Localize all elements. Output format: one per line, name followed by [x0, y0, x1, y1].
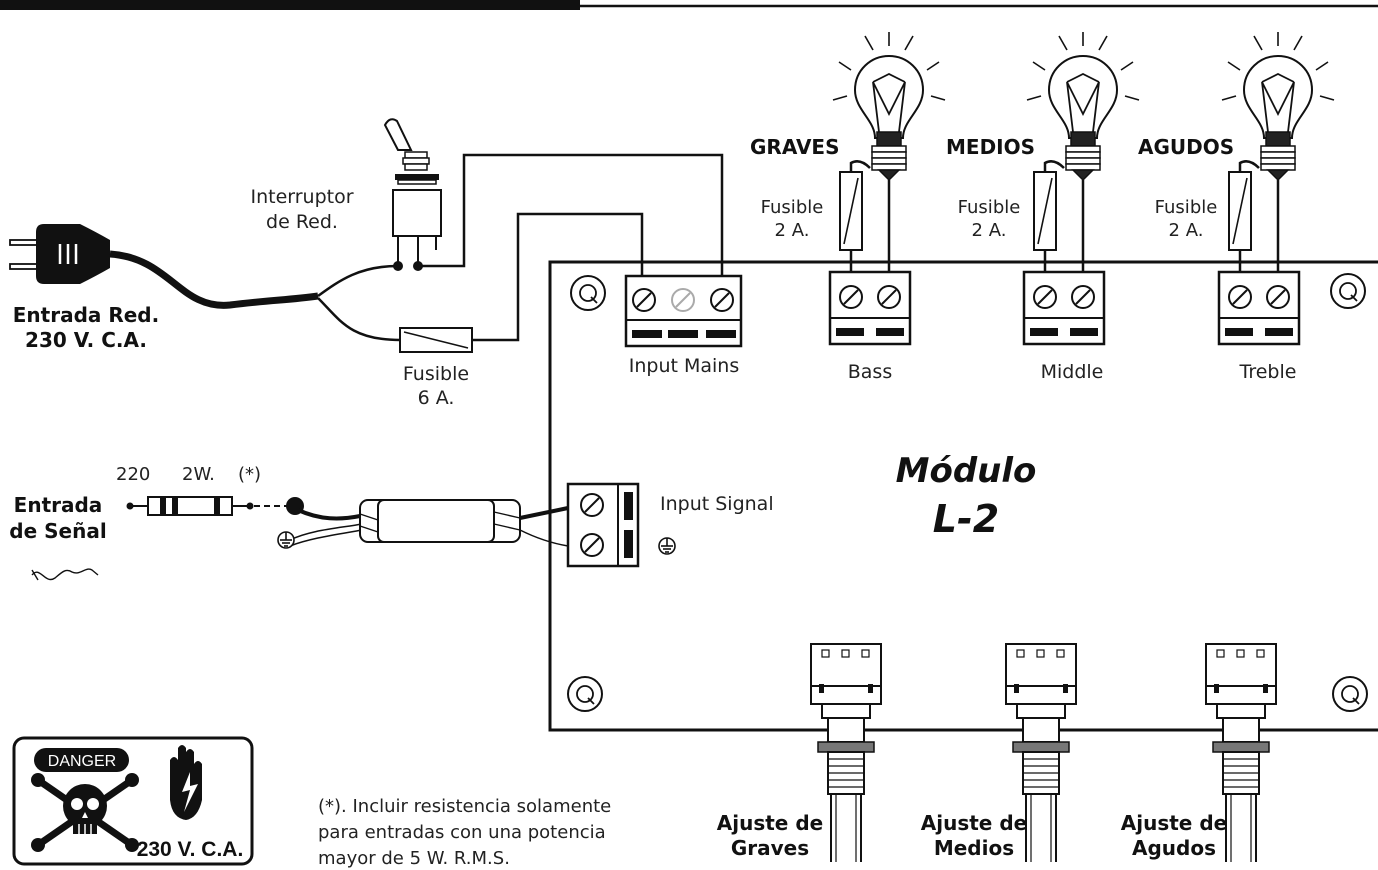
signal-input-label: Entrada: [14, 493, 103, 517]
ground-icon: [658, 537, 676, 555]
lamp-name-graves: GRAVES: [750, 135, 839, 159]
lamp-fuse-rating-agudos: 2 A.: [1169, 220, 1204, 241]
terminal-label-input-mains: Input Mains: [629, 355, 740, 377]
signal-resistor-icon: [126, 496, 304, 516]
terminal-middle: [1022, 270, 1106, 346]
pot-label-medios-1: Ajuste de: [921, 811, 1027, 835]
mount-hole-icon: [1332, 676, 1368, 712]
lamp-fuse-graves-icon: [839, 160, 891, 272]
module-model: L-2: [933, 497, 999, 541]
wire-fuse-out: [472, 212, 644, 342]
lamp-agudos-icon: [1221, 31, 1335, 181]
terminal-label-input-signal: Input Signal: [660, 493, 774, 515]
lamp-fuse-rating-graves: 2 A.: [775, 220, 810, 241]
toggle-switch-icon: [383, 118, 442, 271]
wire-live: [317, 264, 399, 298]
lamp-fuse-label-graves: Fusible: [761, 197, 824, 218]
lamp-graves-icon: [832, 31, 946, 181]
header-bar-left: [0, 0, 580, 10]
mains-cable: [109, 250, 319, 309]
footnote-line-2: para entradas con una potencia: [318, 822, 606, 843]
footnote-line-3: mayor de 5 W. R.M.S.: [318, 848, 510, 869]
lamp-name-agudos: AGUDOS: [1138, 135, 1234, 159]
lamp-fuse-rating-medios: 2 A.: [972, 220, 1007, 241]
signal-wave-tick: [31, 569, 39, 581]
lamp-fuse-medios-icon: [1033, 160, 1085, 272]
mount-hole-icon: [567, 676, 603, 712]
terminal-label-middle: Middle: [1041, 361, 1104, 383]
signal-wave-icon: [31, 568, 99, 581]
mains-voltage-label: 230 V. C.A.: [25, 328, 147, 352]
pot-label-graves-1: Ajuste de: [717, 811, 823, 835]
switch-label-2: de Red.: [266, 211, 338, 233]
footnote-line-1: (*). Incluir resistencia solamente: [318, 796, 611, 817]
resistor-watts-label: 2W.: [182, 464, 215, 485]
pot-label-agudos-1: Ajuste de: [1121, 811, 1227, 835]
terminal-bass: [828, 270, 912, 346]
hand-lightning-icon: [170, 745, 202, 820]
skull-crossbones-icon: [31, 773, 139, 852]
switch-label-1: Interruptor: [250, 186, 353, 208]
lamp-fuse-label-agudos: Fusible: [1155, 197, 1218, 218]
danger-badge: DANGER: [48, 753, 116, 770]
mains-fuse-label-1: Fusible: [403, 363, 469, 385]
lamp-fuse-label-medios: Fusible: [958, 197, 1021, 218]
mains-fuse-icon: [399, 327, 473, 353]
lamp-name-medios: MEDIOS: [946, 135, 1035, 159]
pot-label-agudos-2: Agudos: [1132, 836, 1216, 860]
resistor-ohms-label: 220: [116, 464, 150, 485]
mains-plug-icon: [9, 224, 110, 284]
pot-label-graves-2: Graves: [731, 836, 809, 860]
danger-voltage: 230 V. C.A.: [137, 838, 244, 861]
pot-label-medios-2: Medios: [934, 836, 1014, 860]
lamp-fuse-agudos-icon: [1228, 160, 1280, 272]
module-board: [548, 260, 1378, 732]
mains-input-label: Entrada Red.: [13, 303, 159, 327]
ground-icon: [277, 531, 295, 549]
mount-hole-icon: [570, 275, 606, 311]
resistor-note-label: (*): [238, 464, 261, 485]
shielded-cable: [289, 499, 569, 547]
terminal-input-signal: [566, 482, 640, 568]
terminal-label-treble: Treble: [1239, 361, 1297, 383]
signal-input-label-2: de Señal: [9, 519, 106, 543]
terminal-treble: [1217, 270, 1301, 346]
terminal-label-bass: Bass: [848, 361, 892, 383]
danger-sign: [12, 736, 254, 866]
module-title: Módulo: [896, 451, 1037, 491]
mount-hole-icon: [1330, 273, 1366, 309]
wire-switch-out: [418, 153, 724, 276]
wire-neutral: [317, 297, 401, 342]
lamp-medios-icon: [1026, 31, 1140, 181]
terminal-input-mains: [624, 274, 743, 348]
mains-fuse-label-2: 6 A.: [418, 387, 455, 409]
